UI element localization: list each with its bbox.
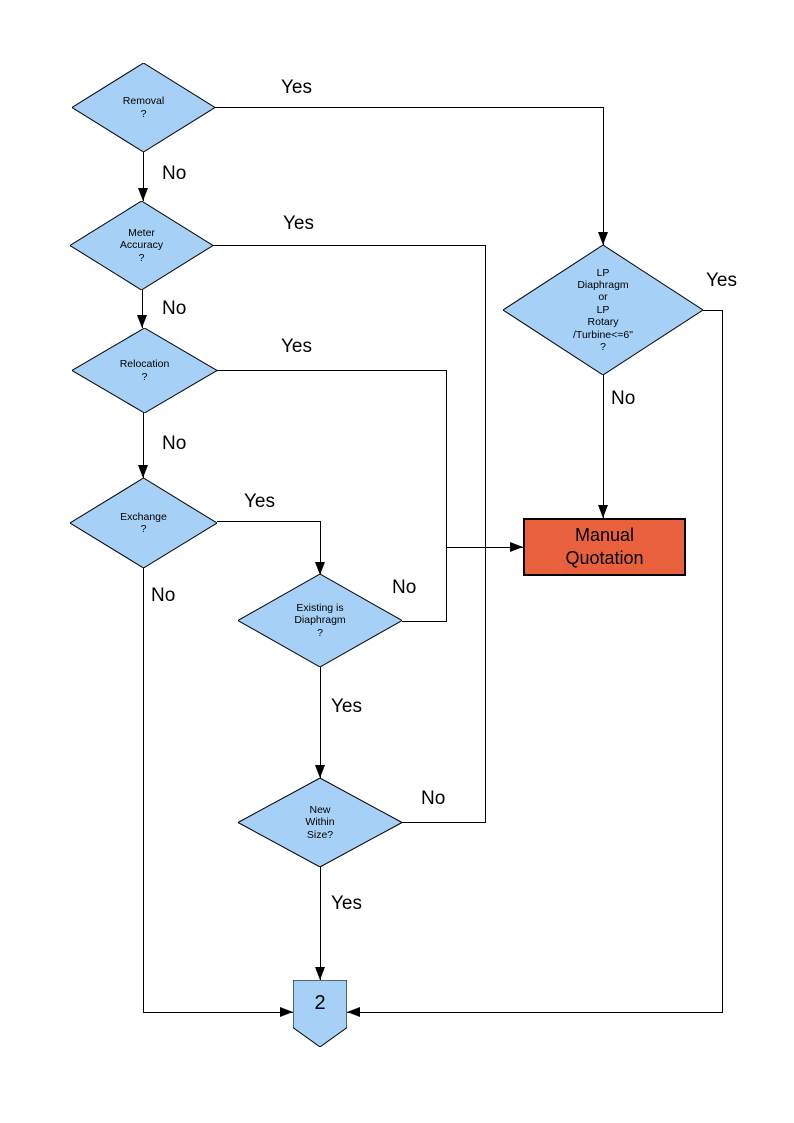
diamond-shape: [238, 778, 402, 867]
edge-label-existing-diaphragm-no: No: [392, 577, 417, 598]
edge-exchange-no-line: [143, 568, 144, 1013]
edge-removal-yes-line: [603, 107, 604, 245]
arrowhead-into-lp-meter: [598, 232, 608, 245]
arrowhead-into-new-within-size: [315, 765, 325, 778]
diamond-shape: [503, 245, 703, 375]
edge-exchange-no-line: [143, 1012, 293, 1013]
diamond-shape: [70, 478, 217, 568]
decision-relocation: Relocation ?: [72, 328, 217, 413]
decision-meter-accuracy: Meter Accuracy ?: [70, 201, 213, 290]
edge-label-removal-no: No: [162, 163, 187, 184]
edge-label-relocation-yes: Yes: [281, 336, 312, 357]
offpage-connector-2-label: 2: [314, 992, 326, 1014]
edge-new-within-size-yes-line: [320, 867, 321, 980]
arrowhead-into-connector-left: [280, 1007, 293, 1017]
edge-lp-meter-yes-line: [347, 1012, 723, 1013]
arrowhead-into-exchange: [138, 465, 148, 478]
edge-exchange-yes-line: [320, 521, 321, 575]
edge-label-meter-accuracy-yes: Yes: [283, 213, 314, 234]
decision-lp-meter: LP Diaphragm or LP Rotary /Turbine<=6" ?: [503, 245, 703, 375]
edge-label-lp-meter-no: No: [611, 388, 636, 409]
pentagon-shape: [293, 980, 347, 1047]
edge-label-relocation-no: No: [162, 433, 187, 454]
edge-exchange-yes-line: [217, 521, 321, 522]
edge-label-exchange-yes: Yes: [244, 491, 275, 512]
edge-label-new-within-size-no: No: [421, 788, 446, 809]
edge-label-meter-accuracy-no: No: [162, 298, 187, 319]
edge-shared-vertical-left: [446, 370, 447, 622]
arrowhead-into-manual-quotation-top: [598, 505, 608, 518]
arrowhead-into-connector-top: [315, 967, 325, 980]
edge-label-lp-meter-yes: Yes: [706, 270, 737, 291]
decision-removal-label: Removal ?: [122, 95, 165, 120]
edge-lp-meter-no-line: [603, 375, 604, 518]
edge-lp-meter-yes-line: [703, 310, 723, 311]
edge-meter-accuracy-yes-line: [213, 245, 486, 246]
decision-new-within-size-label: New Within Size?: [305, 803, 335, 841]
edge-label-existing-diaphragm-yes: Yes: [331, 696, 362, 717]
edge-removal-no-line: [143, 152, 144, 201]
arrowhead-into-meter-accuracy: [138, 188, 148, 201]
decision-relocation-label: Relocation ?: [119, 358, 170, 383]
edge-label-removal-yes: Yes: [281, 77, 312, 98]
edge-lp-meter-yes-line: [722, 310, 723, 1013]
edge-new-within-size-no-line: [402, 822, 486, 823]
decision-removal: Removal ?: [72, 63, 215, 152]
decision-existing-diaphragm-label: Existing is Diaphragm ?: [294, 601, 346, 639]
decision-meter-accuracy-label: Meter Accuracy ?: [119, 226, 164, 264]
decision-new-within-size: New Within Size?: [238, 778, 402, 867]
offpage-connector-2: 2: [293, 980, 347, 1047]
edge-removal-yes-line: [215, 107, 604, 108]
edge-relocation-yes-line: [217, 370, 447, 371]
edge-relocation-no-line: [143, 413, 144, 478]
arrowhead-into-manual-quotation-left: [510, 542, 523, 552]
process-manual-quotation: Manual Quotation: [523, 518, 686, 576]
diamond-shape: [72, 328, 217, 413]
diamond-shape: [70, 201, 213, 290]
arrowhead-into-relocation: [137, 315, 147, 328]
decision-exchange: Exchange ?: [70, 478, 217, 568]
edge-shared-vertical-right: [485, 245, 486, 823]
decision-lp-meter-label: LP Diaphragm or LP Rotary /Turbine<=6" ?: [573, 266, 633, 353]
decision-exchange-label: Exchange ?: [120, 510, 167, 535]
arrowhead-into-existing-diaphragm: [315, 562, 325, 575]
diamond-shape: [238, 574, 402, 667]
edge-meter-accuracy-no-line: [142, 290, 143, 328]
edge-label-new-within-size-yes: Yes: [331, 893, 362, 914]
diamond-shape: [72, 63, 215, 152]
arrowhead-into-connector-right: [347, 1007, 360, 1017]
edge-existing-diaphragm-no-line: [402, 621, 447, 622]
decision-existing-diaphragm: Existing is Diaphragm ?: [238, 574, 402, 667]
edge-existing-diaphragm-yes-line: [320, 667, 321, 778]
edge-label-exchange-no: No: [151, 585, 176, 606]
edge-into-manual-quotation-line: [446, 547, 523, 548]
